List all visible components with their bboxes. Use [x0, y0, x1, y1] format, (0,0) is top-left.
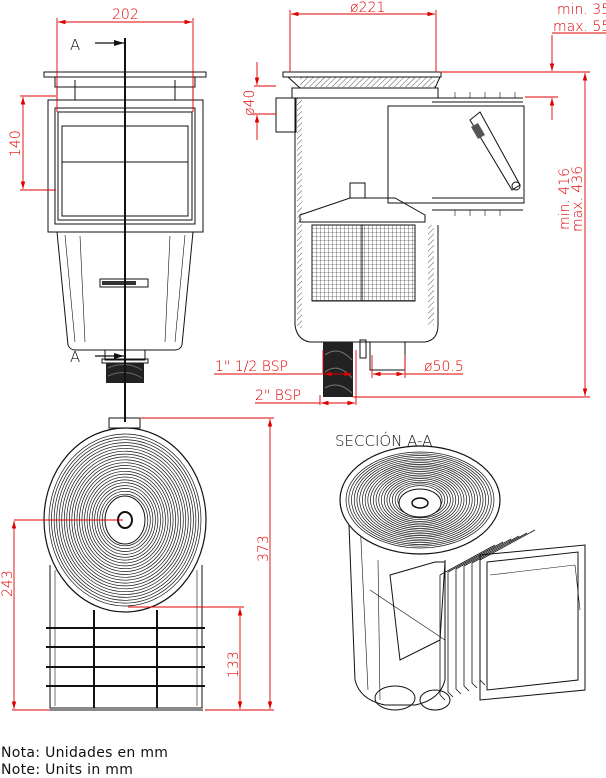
- lid-ring: [359, 460, 481, 540]
- lid-ring: [367, 465, 473, 535]
- width-dim: 202: [112, 7, 139, 23]
- lid-ring: [364, 464, 476, 536]
- logo-icon: [102, 281, 136, 285]
- lid-ring: [348, 453, 492, 547]
- lid-ring: [381, 474, 459, 526]
- section-label-top: A: [70, 36, 80, 54]
- mouth-rib: [447, 541, 504, 698]
- center-dim: 243: [0, 570, 16, 597]
- section-aa-view: SECCIÓN A-A: [335, 431, 586, 711]
- mouth-rib: [479, 529, 536, 686]
- lid-ring: [356, 458, 484, 542]
- mouth-rib: [463, 535, 520, 692]
- mouth-rib: [455, 538, 512, 695]
- water-level-min: min. 35: [557, 2, 606, 18]
- thread-1-dim: 1" 1/2 BSP: [215, 359, 288, 375]
- lid-ring: [391, 481, 449, 519]
- section-label-bottom: A: [70, 348, 80, 366]
- lid-ring: [386, 478, 454, 522]
- lid-ring: [345, 451, 495, 549]
- height-min-dim: min. 416: [557, 168, 573, 230]
- opening-height-dim: 140: [8, 130, 24, 157]
- front-view: A A 202 140: [8, 7, 207, 422]
- lid-ring: [370, 467, 470, 533]
- lid-ring: [383, 476, 457, 524]
- inlet-diameter-dim: ø40: [242, 90, 258, 116]
- outlet-diameter-dim: ø50.5: [424, 359, 464, 375]
- lid-diameter-dim: ø221: [350, 0, 385, 16]
- lid-ring: [362, 462, 478, 538]
- top-view: 243 133 373: [0, 417, 274, 711]
- note-english: Note: Units in mm: [1, 762, 134, 778]
- side-view: ø221 ø40 min. 35 max. 55 min. 416 max. 4…: [214, 0, 606, 406]
- mouth-rib: [439, 544, 496, 701]
- lid-ring: [351, 455, 489, 545]
- note-spanish: Nota: Unidades en mm: [1, 745, 169, 761]
- lid-ring: [389, 479, 451, 521]
- mouth-ribs: [439, 529, 536, 701]
- lid-ring: [353, 456, 487, 544]
- iso-lid-rings: [345, 451, 495, 549]
- total-dim: 373: [256, 535, 272, 562]
- lid-ring: [372, 469, 468, 531]
- mouth-rib: [471, 532, 528, 689]
- water-level-max: max. 55: [553, 19, 606, 35]
- lid-ring: [375, 471, 465, 529]
- height-max-dim: max. 436: [570, 166, 586, 232]
- section-title: SECCIÓN A-A: [335, 431, 432, 450]
- lid-ring: [378, 472, 462, 528]
- lower-dim: 133: [226, 651, 242, 678]
- thread-2-dim: 2" BSP: [255, 388, 301, 404]
